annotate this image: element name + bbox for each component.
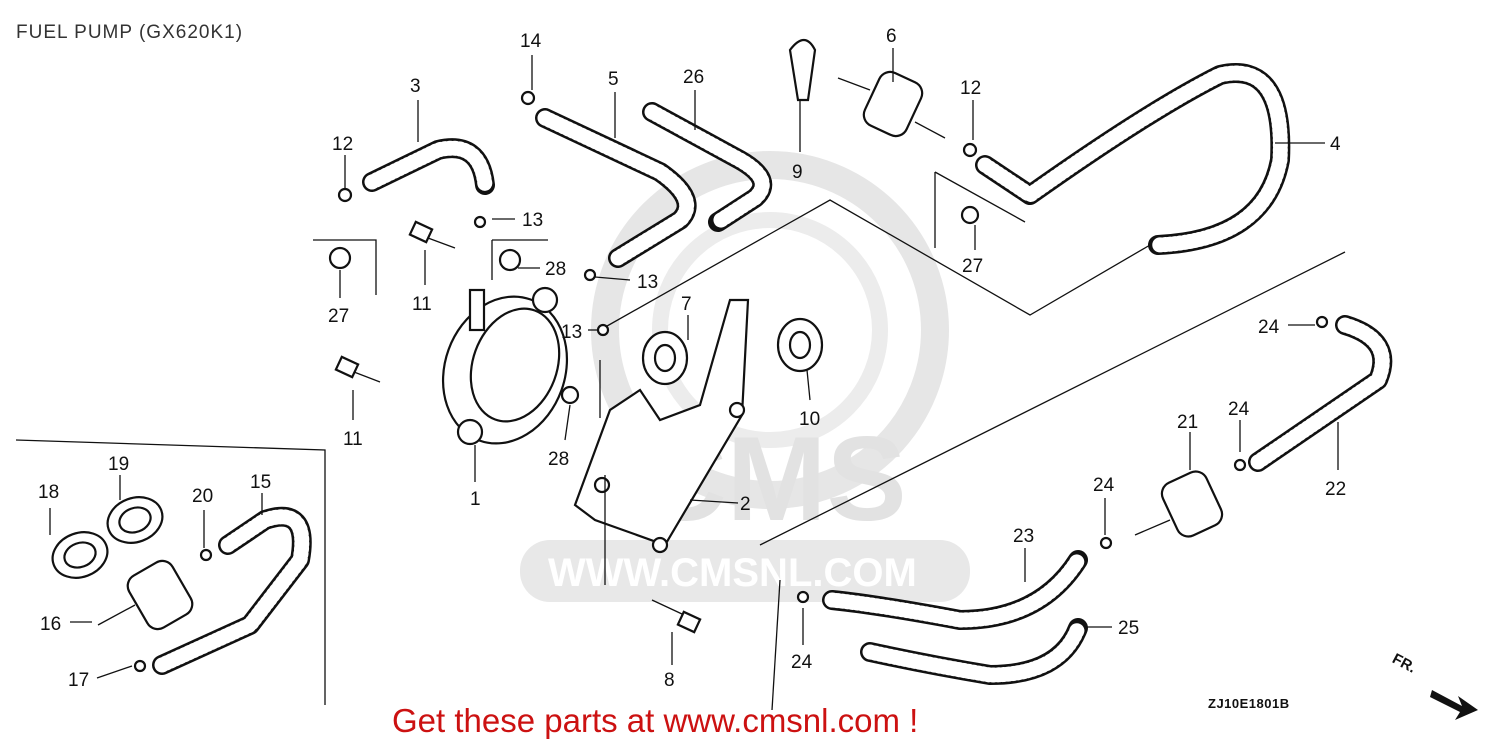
callout-21: 21 — [1177, 412, 1198, 433]
callout-24-bottom: 24 — [791, 652, 813, 673]
promo-banner-link[interactable]: Get these parts at www.cmsnl.com ! — [392, 702, 919, 739]
callout-19: 20 — [192, 486, 213, 507]
hose-4 — [975, 63, 1291, 255]
callout-27-left: 27 — [328, 306, 349, 327]
watermark-url-text: WWW.CMSNL.COM — [548, 551, 917, 595]
assembly-frame-lines — [15, 171, 1346, 711]
callout-20: 17 — [68, 670, 89, 691]
callout-24-middle-right: 24 — [1228, 399, 1250, 420]
grommet-part-10 — [776, 317, 824, 373]
callout-23: 23 — [1013, 526, 1034, 547]
callout-2: 2 — [740, 494, 751, 515]
callout-13-lower: 13 — [561, 322, 582, 343]
callout-numbers: 14 3 5 26 6 9 12 4 12 13 28 13 11 27 27 … — [38, 26, 1346, 691]
callout-3: 3 — [410, 76, 421, 97]
front-direction-arrow — [1430, 690, 1478, 720]
fuel-filter-part-21 — [1134, 470, 1224, 538]
callout-25: 25 — [1118, 618, 1139, 639]
callout-12-right: 12 — [960, 78, 981, 99]
watermark: CMS WWW.CMSNL.COM — [520, 151, 970, 602]
callout-7: 7 — [681, 294, 692, 315]
callout-13-middle: 13 — [637, 272, 658, 293]
callout-15: 15 — [250, 472, 271, 493]
callout-17: 18 — [38, 482, 59, 503]
hose-15 — [152, 506, 312, 675]
callout-18: 19 — [108, 454, 129, 475]
callout-13-top: 13 — [522, 210, 543, 231]
callout-26: 26 — [683, 67, 704, 88]
bolt-part-11-upper — [408, 220, 456, 249]
callout-14: 14 — [520, 31, 542, 52]
callout-8: 8 — [664, 670, 675, 691]
callout-16: 16 — [40, 614, 61, 635]
hose-23 — [822, 550, 1088, 630]
collar-part-18 — [106, 496, 164, 544]
callout-9: 9 — [792, 162, 803, 183]
callout-12-left: 12 — [332, 134, 353, 155]
callout-22: 22 — [1325, 479, 1346, 500]
callout-28-top: 28 — [545, 259, 566, 280]
bolt-part-11-lower — [334, 355, 381, 383]
hose-5 — [535, 108, 697, 268]
diagram-code: ZJ10E1801B — [1208, 696, 1290, 711]
hose-clips — [133, 90, 1329, 673]
collar-part-17 — [51, 531, 109, 579]
callout-leader-lines — [49, 48, 1339, 679]
hose-26 — [642, 102, 773, 232]
callout-6: 6 — [886, 26, 897, 47]
bolt-part-8 — [651, 599, 702, 634]
hose-3 — [362, 138, 495, 195]
callout-24-center: 24 — [1093, 475, 1115, 496]
callout-1: 1 — [470, 489, 481, 510]
hose-22 — [1248, 315, 1393, 472]
callout-11-top: 11 — [412, 294, 432, 315]
callout-24-top-right: 24 — [1258, 317, 1280, 338]
page-title: FUEL PUMP (GX620K1) — [16, 22, 244, 43]
clip-part-9 — [788, 38, 817, 102]
hose-25 — [860, 618, 1088, 685]
callout-27-right: 27 — [962, 256, 983, 277]
grommet-part-7 — [641, 330, 689, 386]
callout-5: 5 — [608, 69, 619, 90]
callout-10: 10 — [799, 409, 820, 430]
fuel-filter-part-6 — [837, 70, 946, 139]
fuel-pump-part-1 — [441, 286, 569, 446]
callout-28-lower: 28 — [548, 449, 569, 470]
callout-11-lower: 11 — [343, 429, 363, 450]
fuel-filter-part-16 — [97, 559, 194, 631]
callout-4: 4 — [1330, 134, 1341, 155]
